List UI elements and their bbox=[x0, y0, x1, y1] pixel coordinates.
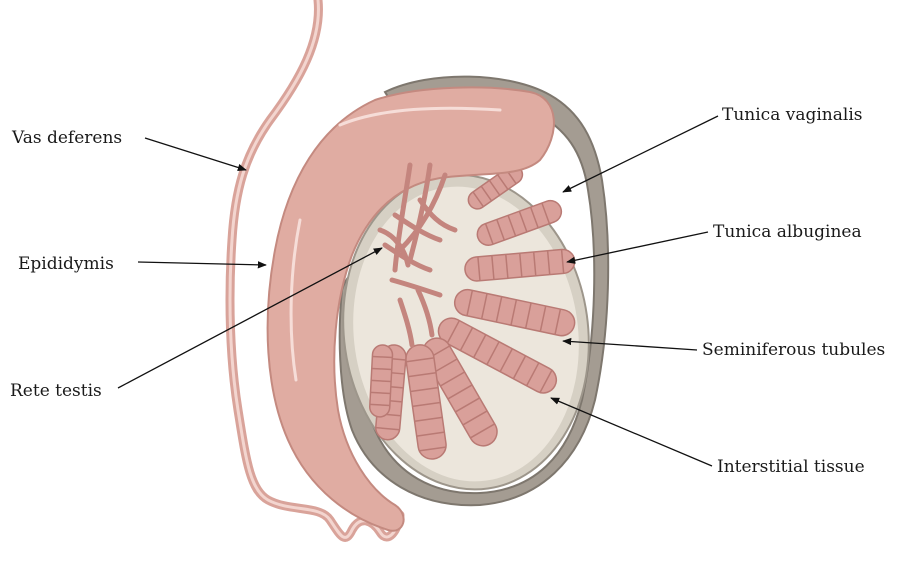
label-interstitial-tissue: Interstitial tissue bbox=[717, 457, 865, 477]
label-rete-testis: Rete testis bbox=[10, 381, 102, 401]
label-epididymis: Epididymis bbox=[18, 254, 114, 274]
label-seminiferous-tubules: Seminiferous tubules bbox=[702, 340, 885, 360]
label-tunica-albuginea: Tunica albuginea bbox=[713, 222, 862, 242]
label-vas-deferens: Vas deferens bbox=[12, 128, 122, 148]
epididymis-leader bbox=[138, 262, 266, 265]
label-tunica-vaginalis: Tunica vaginalis bbox=[722, 105, 862, 125]
tunica-albuginea-leader bbox=[567, 232, 708, 262]
vas-deferens-leader bbox=[145, 138, 246, 170]
